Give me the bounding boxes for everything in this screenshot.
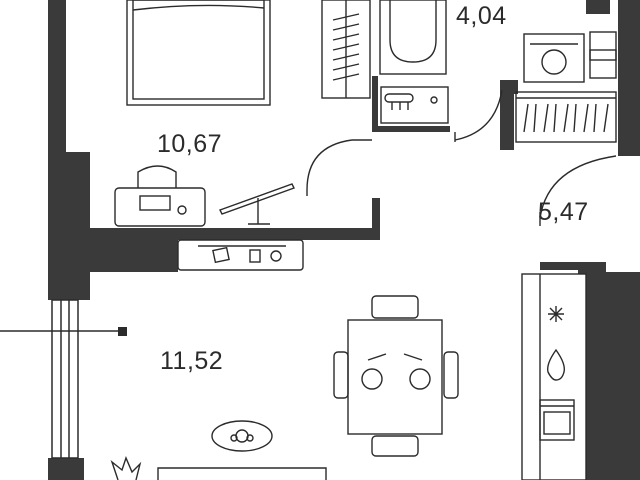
tv-icon xyxy=(177,239,304,271)
living-window xyxy=(51,299,79,459)
bed-icon xyxy=(126,0,271,106)
left-wall-upper xyxy=(48,0,66,152)
shelf-icon xyxy=(589,31,617,79)
right-wall-upper xyxy=(618,0,640,156)
walls xyxy=(48,0,640,480)
storage-rack-icon xyxy=(515,91,617,143)
left-wall-bottom xyxy=(48,458,84,480)
kitchen-top-wall xyxy=(540,262,580,270)
door-icon xyxy=(539,155,617,226)
lamp-icon xyxy=(219,183,295,225)
right-wall-step xyxy=(578,262,606,274)
chair-icon xyxy=(371,295,419,319)
plant-icon xyxy=(110,456,142,480)
top-right-wall xyxy=(586,0,610,14)
bath-left-wall xyxy=(372,76,378,130)
right-wall-lower xyxy=(586,272,640,480)
sofa-icon xyxy=(157,467,327,480)
windows xyxy=(0,299,122,459)
laundry-left-wall xyxy=(500,80,514,150)
kitchen-sink-icon xyxy=(546,348,566,381)
desk-icon xyxy=(114,165,206,227)
bedroom-bottom-wall xyxy=(88,228,378,240)
chair-icon xyxy=(371,435,419,457)
room-area-label: 10,67 xyxy=(157,130,223,158)
kitchen-counter xyxy=(521,273,587,480)
door-icon xyxy=(454,89,503,142)
room-area-label: 5,47 xyxy=(538,198,589,226)
bedroom-corner-wall xyxy=(88,238,178,272)
bath-bottom-wall xyxy=(372,126,450,132)
door-icon xyxy=(306,139,372,196)
wardrobe-icon xyxy=(321,0,371,99)
sink-icon xyxy=(380,86,449,124)
left-wall-middle xyxy=(48,152,90,300)
balcony-marker xyxy=(118,327,127,336)
stove-icon xyxy=(548,306,564,322)
washing-machine-icon xyxy=(523,33,585,83)
chair-icon xyxy=(333,351,349,399)
rug-icon xyxy=(211,420,273,452)
chair-icon xyxy=(443,351,459,399)
oven-icon xyxy=(539,399,575,441)
room-area-label: 11,52 xyxy=(160,347,224,375)
bedroom-right-wall-stub xyxy=(372,198,380,240)
room-area-label: 4,04 xyxy=(456,2,507,30)
bathtub-icon xyxy=(379,0,447,75)
laundry-wall-joint xyxy=(510,80,518,94)
dining-table-icon xyxy=(333,295,459,457)
